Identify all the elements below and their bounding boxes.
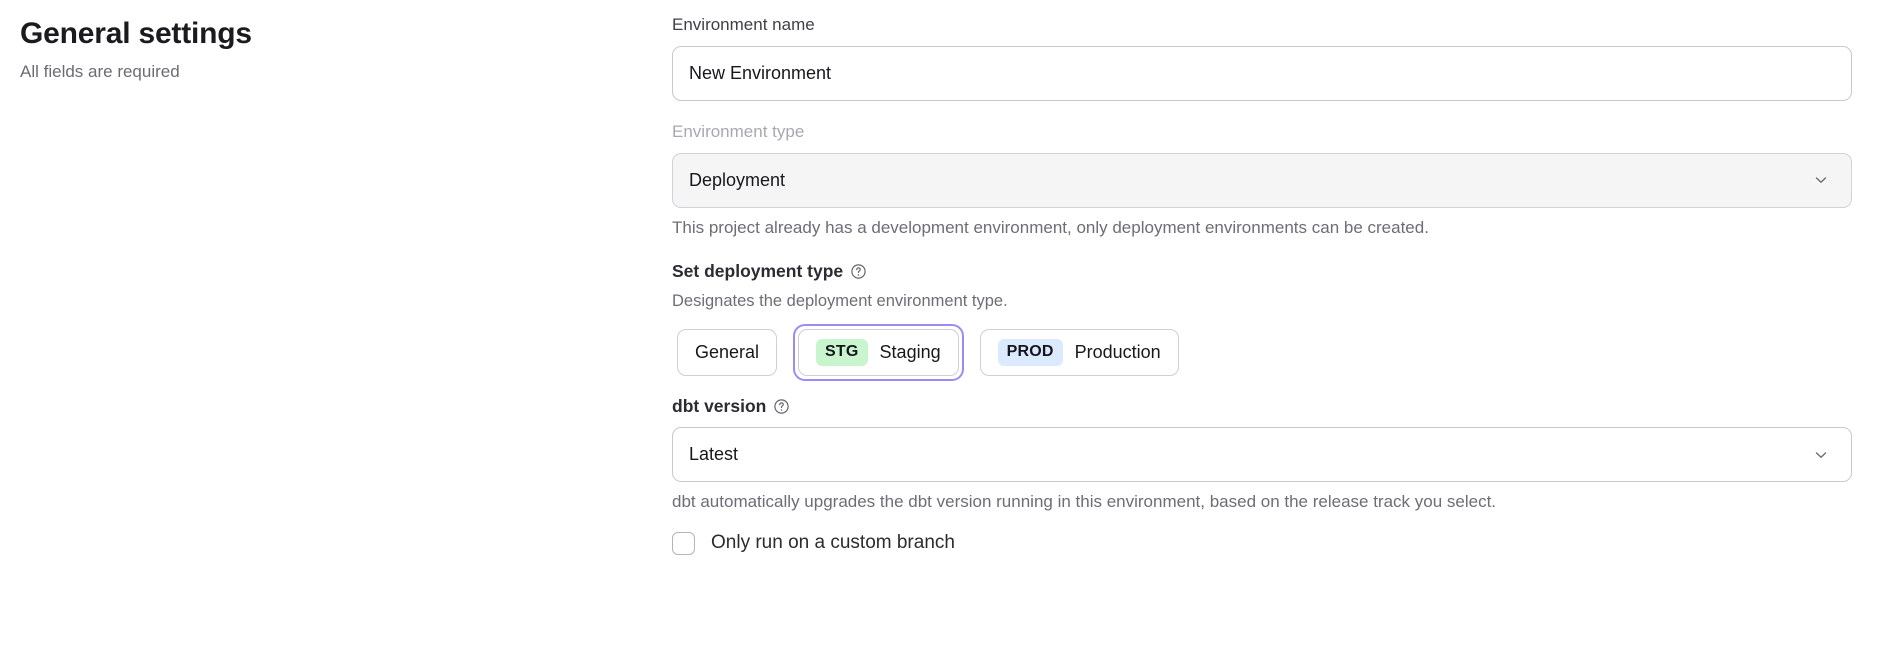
deployment-type-option-general[interactable]: General	[677, 328, 778, 376]
environment-type-field: Environment type Deployment This project…	[672, 121, 1852, 240]
dbt-version-field: dbt version Latest dbt automatica	[672, 395, 1852, 515]
deployment-type-option-staging-label: Staging	[879, 341, 941, 362]
dbt-version-label: dbt version	[672, 395, 1852, 419]
production-badge: PROD	[997, 338, 1063, 366]
deployment-type-options: General STG Staging PROD Production	[672, 323, 1852, 381]
chevron-down-icon	[1813, 172, 1829, 188]
environment-type-value: Deployment	[689, 169, 786, 190]
dbt-version-helper: dbt automatically upgrades the dbt versi…	[672, 492, 1497, 512]
deployment-type-option-production[interactable]: PROD Production	[979, 328, 1179, 376]
deployment-type-option-general-label: General	[695, 341, 760, 362]
environment-name-input[interactable]: New Environment	[672, 45, 1852, 101]
staging-badge: STG	[816, 338, 868, 366]
environment-name-value: New Environment	[689, 62, 832, 83]
environment-type-helper: This project already has a development e…	[672, 217, 1429, 237]
question-circle-icon[interactable]	[850, 263, 867, 280]
environment-name-label: Environment name	[672, 15, 815, 34]
question-circle-icon[interactable]	[773, 398, 790, 415]
deployment-type-field: Set deployment type Designates the deplo…	[672, 260, 1852, 381]
page-subtitle: All fields are required	[20, 62, 180, 81]
dbt-version-label-text: dbt version	[672, 395, 767, 416]
general-settings-form: Environment name New Environment Environ…	[672, 14, 1852, 556]
environment-type-select[interactable]: Deployment	[672, 152, 1852, 208]
environment-type-label: Environment type	[672, 121, 805, 141]
deployment-type-option-staging[interactable]: STG Staging	[798, 328, 959, 376]
dbt-version-select[interactable]: Latest	[672, 427, 1852, 483]
custom-branch-row[interactable]: Only run on a custom branch	[672, 532, 1852, 556]
deployment-type-label: Set deployment type	[672, 260, 1852, 284]
custom-branch-label: Only run on a custom branch	[711, 532, 955, 554]
deployment-type-option-production-wrap: PROD Production	[975, 324, 1184, 381]
custom-branch-checkbox[interactable]	[672, 532, 695, 556]
deployment-type-option-production-label: Production	[1074, 341, 1161, 362]
dbt-version-value: Latest	[689, 444, 739, 465]
settings-intro: General settings All fields are required	[20, 16, 540, 83]
deployment-type-option-staging-wrap: STG Staging	[793, 323, 964, 381]
chevron-down-icon	[1813, 447, 1829, 463]
page-title: General settings	[20, 17, 252, 50]
environment-name-field: Environment name New Environment	[672, 14, 1852, 101]
deployment-type-option-general-wrap: General	[672, 324, 782, 381]
deployment-type-label-text: Set deployment type	[672, 260, 844, 281]
deployment-type-description: Designates the deployment environment ty…	[672, 292, 1008, 311]
